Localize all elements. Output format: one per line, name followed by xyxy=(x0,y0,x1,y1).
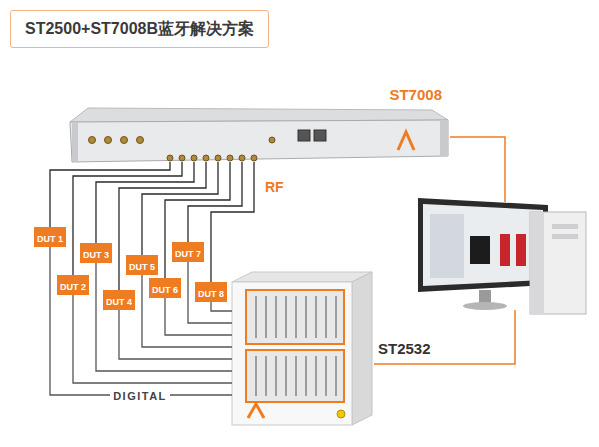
monitor-frame xyxy=(418,198,548,292)
dut-tag: DUT 7 xyxy=(172,242,204,262)
power-button xyxy=(337,410,345,418)
bus-label: DIGITAL xyxy=(110,390,170,402)
ethernet-port xyxy=(298,130,310,141)
title-box: ST2500+ST7008B蓝牙解决方案 xyxy=(10,10,269,48)
dut-tag: DUT 5 xyxy=(126,255,158,275)
screen-panel xyxy=(500,234,510,266)
monitor-base xyxy=(463,302,507,310)
screen-panel xyxy=(470,236,490,264)
rf-port xyxy=(239,155,245,161)
node-label: DUT 3 xyxy=(83,251,109,260)
digital-cable xyxy=(165,298,232,335)
ethernet-port xyxy=(314,130,326,141)
digital-cable xyxy=(211,302,232,311)
tester-device: ST7008 xyxy=(68,86,450,162)
digital-cable xyxy=(188,262,232,323)
cabinet-side xyxy=(352,272,372,425)
rf-port xyxy=(251,155,257,161)
drive-slot xyxy=(552,224,578,229)
rf-cable xyxy=(119,162,206,290)
digital-cable xyxy=(73,295,232,383)
digital-cable xyxy=(50,247,232,395)
rf-port xyxy=(105,137,112,144)
cabinet-top xyxy=(232,272,372,282)
rf-port xyxy=(89,137,96,144)
node-label: DUT 7 xyxy=(175,250,201,259)
dut-tag: DUT 1 xyxy=(34,227,66,247)
rack-ear xyxy=(72,122,78,161)
rf-port xyxy=(137,137,144,144)
rack-front xyxy=(70,120,448,162)
node-label: ST2532 xyxy=(378,340,431,357)
rf-port xyxy=(167,155,173,161)
digital-device: ST2532 xyxy=(232,268,444,428)
dut-tag: DUT 6 xyxy=(149,278,181,298)
label-holder: DIGITAL xyxy=(110,386,170,404)
rf-cable xyxy=(188,162,242,242)
node-label: DUT 5 xyxy=(129,263,155,272)
rf-port xyxy=(121,137,128,144)
rf-port xyxy=(179,155,185,161)
signal-label: RF xyxy=(262,179,287,195)
monitor-stand xyxy=(479,290,491,304)
control-wire xyxy=(450,137,505,202)
dut-tag: DUT 4 xyxy=(103,290,135,310)
rf-cable xyxy=(211,162,254,282)
logo-mark xyxy=(398,132,414,150)
node-label: DUT 8 xyxy=(198,290,224,299)
control-wire xyxy=(374,310,515,364)
rf-port xyxy=(191,155,197,161)
node-label: DUT 1 xyxy=(37,235,63,244)
node-label: DUT 2 xyxy=(60,283,86,292)
dut-tag: DUT 8 xyxy=(195,282,227,302)
rf-port xyxy=(269,137,275,143)
drive-slot xyxy=(552,234,578,239)
monitor-screen xyxy=(423,204,543,286)
pc-tower-side xyxy=(530,212,544,314)
node-label: DUT 6 xyxy=(152,286,178,295)
rf-cable xyxy=(73,162,182,275)
digital-cable xyxy=(142,275,232,347)
card-slots xyxy=(256,296,336,396)
title-text: ST2500+ST7008B蓝牙解决方案 xyxy=(25,19,254,40)
rack-ear xyxy=(440,120,448,156)
rf-port xyxy=(227,155,233,161)
cabinet-front xyxy=(232,282,352,425)
screen-panel xyxy=(516,234,526,266)
rf-port xyxy=(203,155,209,161)
node-label: DUT 4 xyxy=(106,298,132,307)
rf-port xyxy=(215,155,221,161)
dut-tag: DUT 3 xyxy=(80,243,112,263)
node-label: ST7008 xyxy=(389,86,442,103)
label-holder: RF xyxy=(262,178,287,196)
logo-mark xyxy=(248,404,264,418)
rf-cable xyxy=(96,162,194,243)
dut-tag: DUT 2 xyxy=(57,275,89,295)
rf-cable xyxy=(165,162,230,278)
pc-tower xyxy=(530,212,586,314)
screen-panel xyxy=(430,214,464,278)
